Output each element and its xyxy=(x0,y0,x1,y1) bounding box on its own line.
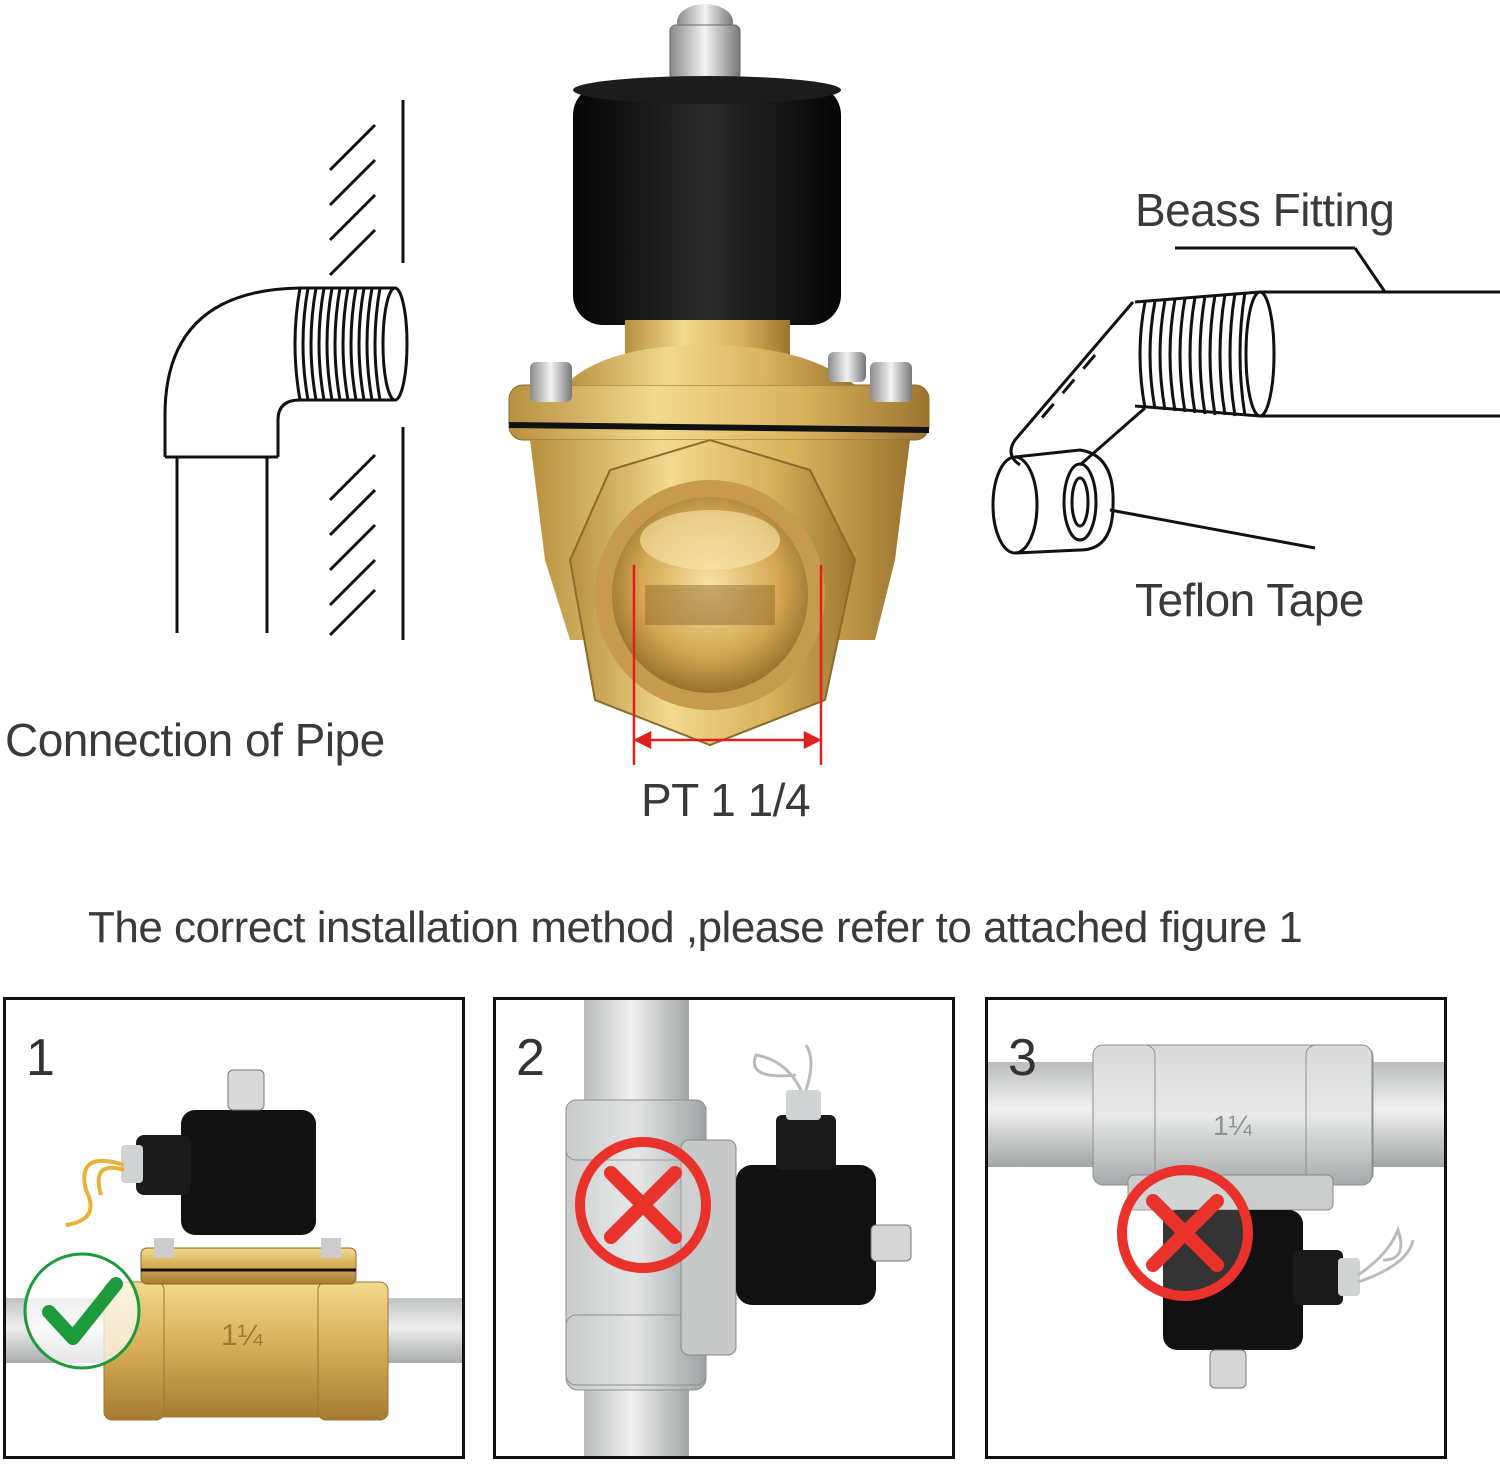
panel-1-correct: 1 1¼ xyxy=(3,997,465,1459)
panel-3-number: 3 xyxy=(1008,1029,1037,1087)
pipe-elbow-diagram xyxy=(163,100,409,640)
pipe-connection-label: Connection of Pipe xyxy=(5,714,385,766)
solenoid-valve-illustration xyxy=(508,4,930,747)
size-label: PT 1 1/4 xyxy=(641,774,811,826)
panel-2-number: 2 xyxy=(516,1029,545,1087)
size-dimension-line xyxy=(632,565,823,765)
tape-label: Teflon Tape xyxy=(1135,574,1364,626)
cross-icon xyxy=(1117,1165,1253,1301)
installation-caption: The correct installation method ,please … xyxy=(88,903,1303,952)
cross-icon xyxy=(575,1137,711,1273)
check-icon xyxy=(23,1252,141,1370)
panel-2-illustration xyxy=(565,1000,912,1456)
fitting-label: Beass Fitting xyxy=(1135,184,1395,236)
panel-3-valve-marking: 1¼ xyxy=(1213,1110,1253,1141)
teflon-tape-diagram xyxy=(991,246,1500,555)
panel-1-number: 1 xyxy=(26,1029,55,1087)
panel-1-illustration: 1¼ xyxy=(6,1069,462,1421)
panel-2-incorrect: 2 xyxy=(493,997,955,1459)
panel-1-valve-marking: 1¼ xyxy=(221,1319,264,1352)
panel-3-incorrect: 3 1¼ xyxy=(985,997,1447,1459)
